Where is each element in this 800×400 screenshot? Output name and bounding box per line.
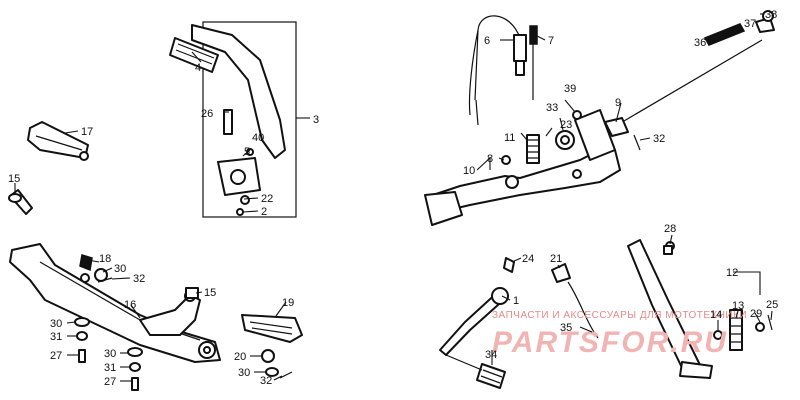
callout-22: 22 (261, 193, 273, 205)
callout-39: 39 (564, 83, 576, 95)
callout-30-left: 30 (50, 318, 62, 330)
callout-8: 8 (487, 153, 493, 165)
watermark-logo: PARTSFOR.RU (492, 326, 728, 359)
callout-31-center: 31 (104, 362, 116, 374)
brake-rod (611, 39, 763, 129)
callout-32-upper: 32 (133, 273, 145, 285)
callout-25: 25 (766, 299, 778, 311)
callout-13: 13 (732, 300, 744, 312)
spring-35 (567, 281, 599, 339)
footrest-bar (9, 243, 221, 363)
washers-left (74, 317, 143, 391)
switch-wire (468, 15, 521, 126)
callout-15-center: 15 (204, 287, 216, 299)
kick-arm (191, 24, 286, 159)
side-stand (627, 239, 773, 379)
callout-11: 11 (504, 132, 515, 144)
callout-10: 10 (463, 165, 475, 177)
callout-21: 21 (550, 253, 562, 265)
footrest-rubber (27, 121, 89, 161)
callout-4: 4 (195, 62, 201, 74)
watermark-tagline: ЗАПЧАСТИ И АКСЕССУАРЫ ДЛЯ МОТОТЕХНИКИ (492, 310, 747, 321)
brake-pedal-arm (429, 149, 621, 213)
callout-31-left: 31 (50, 331, 62, 343)
callout-1: 1 (513, 295, 519, 307)
callout-28: 28 (664, 223, 676, 235)
callout-numbers: 4 26 3 40 5 22 2 17 15 18 30 32 16 15 19… (8, 9, 778, 388)
passenger-footrest-rubber (241, 314, 303, 343)
callout-2: 2 (261, 206, 267, 218)
bolt-15-left (8, 189, 33, 215)
stop-switch-body (513, 34, 527, 62)
stop-switch-spring (529, 25, 538, 45)
spring-18 (79, 254, 93, 272)
footrest-rubber-body (27, 121, 89, 159)
gearshift-pedal (439, 257, 599, 389)
callout-24: 24 (522, 253, 534, 265)
callout-37: 37 (744, 18, 756, 30)
callout-29: 29 (750, 308, 762, 320)
part-3-group-box (202, 21, 297, 218)
watermark: ЗАПЧАСТИ И АКСЕССУАРЫ ДЛЯ МОТОТЕХНИКИ PA… (492, 310, 747, 359)
callout-12: 12 (726, 267, 738, 279)
callout-20: 20 (234, 351, 246, 363)
callout-18: 18 (99, 253, 111, 265)
callout-14: 14 (710, 309, 722, 321)
brake-switch-spring (526, 134, 540, 164)
stop-switch (468, 15, 538, 126)
side-stand-spring (729, 309, 743, 351)
callout-15-left: 15 (8, 173, 20, 185)
callout-16: 16 (124, 299, 136, 311)
callout-30-upper: 30 (114, 263, 126, 275)
callout-32-right: 32 (653, 133, 665, 145)
leader-lines (14, 13, 773, 382)
callout-19: 19 (282, 297, 294, 309)
callout-36: 36 (694, 37, 706, 49)
callout-26: 26 (201, 108, 213, 120)
callout-38: 38 (765, 9, 777, 21)
callout-40: 40 (252, 132, 264, 144)
callout-27-left: 27 (50, 350, 62, 362)
passenger-footrest (241, 314, 303, 379)
callout-33: 33 (546, 102, 558, 114)
kick-bolt (223, 109, 233, 135)
callout-34: 34 (485, 349, 497, 361)
callout-35: 35 (560, 322, 572, 334)
callout-9: 9 (615, 97, 621, 109)
callout-5: 5 (244, 146, 250, 158)
callout-30-right: 30 (238, 367, 250, 379)
callout-23: 23 (560, 119, 572, 131)
callout-3: 3 (313, 114, 319, 126)
callout-32-lower: 32 (260, 375, 272, 387)
callout-17: 17 (81, 126, 93, 138)
brake-rod-spring (703, 23, 746, 46)
brake-pedal-assembly (424, 10, 775, 226)
brake-pedal-pad (424, 191, 463, 226)
callout-6: 6 (484, 35, 490, 47)
kick-starter-arm (169, 21, 297, 218)
callout-27-center: 27 (104, 376, 116, 388)
callout-30-center: 30 (104, 348, 116, 360)
washer (240, 195, 250, 205)
spring-anchor-21 (551, 263, 571, 283)
callout-7: 7 (548, 35, 554, 47)
